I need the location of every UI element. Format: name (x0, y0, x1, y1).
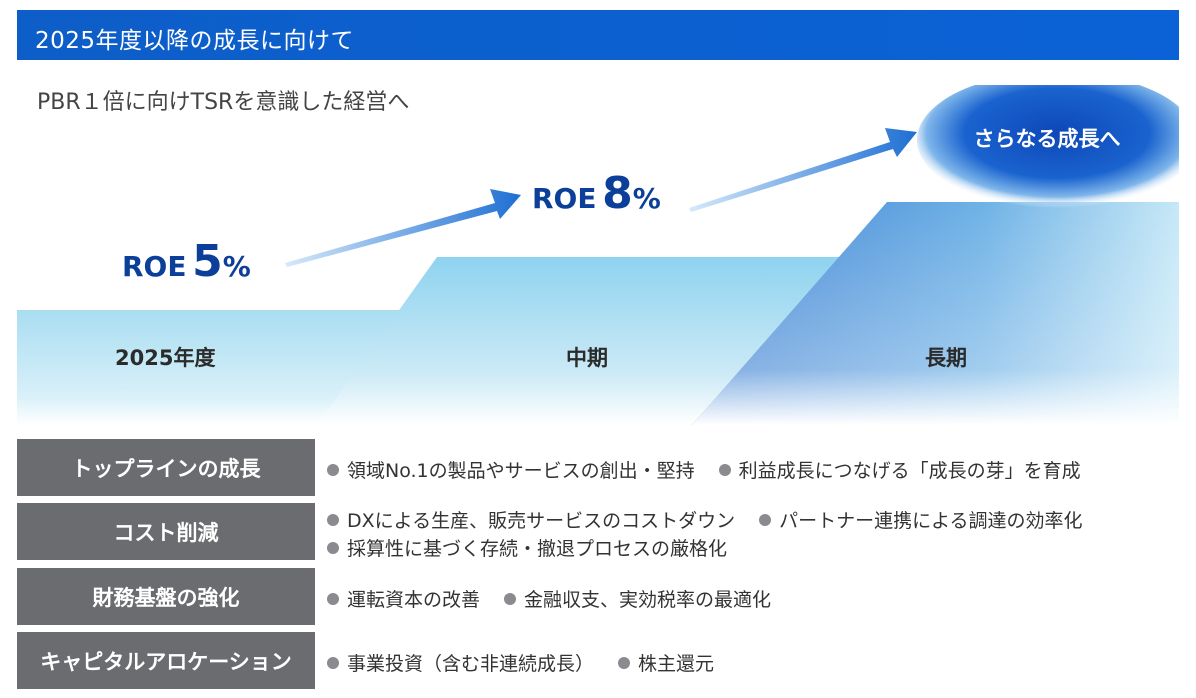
bullet-icon (759, 514, 772, 526)
initiative-label: コスト削減 (17, 503, 315, 560)
initiative-row-topline: トップラインの成長 領域No.1の製品やサービスの創出・堅持 利益成長につなげる「… (17, 439, 1179, 496)
roe-mid-unit: % (632, 182, 661, 215)
initiative-line: 事業投資（含む非連続成長） 株主還元 (327, 649, 714, 676)
initiative-row-capital: キャピタルアロケーション 事業投資（含む非連続成長） 株主還元 (17, 632, 1179, 689)
initiative-line: 運転資本の改善 金融収支、実効税率の最適化 (327, 585, 771, 612)
initiative-item: 領域No.1の製品やサービスの創出・堅持 (347, 460, 695, 482)
stage-band-fade (692, 202, 1179, 425)
bullet-icon (327, 542, 339, 554)
bullet-icon (327, 657, 339, 669)
bullet-icon (504, 593, 517, 605)
bullet-icon (327, 514, 339, 526)
growth-goal-text: さらなる成長へ (973, 127, 1121, 151)
initiative-label: キャピタルアロケーション (17, 632, 315, 689)
initiative-line: 領域No.1の製品やサービスの創出・堅持 利益成長につなげる「成長の芽」を育成 (327, 456, 1081, 483)
roe-2025-unit: % (222, 250, 251, 283)
title-bar: 2025年度以降の成長に向けて (17, 10, 1179, 60)
initiative-item: 利益成長につなげる「成長の芽」を育成 (738, 460, 1081, 482)
initiative-item: 株主還元 (638, 653, 715, 675)
roe-mid-value: 8 (602, 168, 633, 219)
initiative-items: 事業投資（含む非連続成長） 株主還元 (327, 632, 1179, 689)
roe-2025: ROE 5% (122, 236, 251, 287)
stage-label-long: 長期 (925, 346, 967, 370)
initiative-label: トップラインの成長 (17, 439, 315, 496)
initiative-label: 財務基盤の強化 (17, 568, 315, 625)
bullet-icon (718, 464, 731, 476)
arrow-to-long (689, 128, 917, 212)
subtitle: PBR１倍に向けTSRを意識した経営へ (37, 90, 410, 115)
initiative-item: 事業投資（含む非連続成長） (347, 653, 595, 675)
page-title: 2025年度以降の成長に向けて (35, 28, 355, 54)
arrow-to-mid (285, 189, 521, 267)
initiative-item: 金融収支、実効税率の最適化 (524, 589, 772, 611)
initiative-row-cost: コスト削減 DXによる生産、販売サービスのコストダウン パートナー連携による調達の… (17, 503, 1179, 560)
initiative-item: 採算性に基づく存続・撤退プロセスの厳格化 (347, 538, 728, 560)
initiative-item: 運転資本の改善 (347, 589, 481, 611)
initiative-items: DXによる生産、販売サービスのコストダウン パートナー連携による調達の効率化 採算… (327, 503, 1179, 560)
initiative-row-finance: 財務基盤の強化 運転資本の改善 金融収支、実効税率の最適化 (17, 568, 1179, 625)
roe-2025-value: 5 (192, 236, 223, 287)
growth-cloud (917, 85, 1179, 208)
initiative-item: DXによる生産、販売サービスのコストダウン (347, 510, 736, 532)
stage-label-2025: 2025年度 (115, 346, 216, 370)
stage-label-mid: 中期 (566, 346, 608, 370)
bullet-icon (327, 593, 339, 605)
initiative-line: 採算性に基づく存続・撤退プロセスの厳格化 (327, 534, 727, 561)
growth-stage-diagram (17, 85, 1179, 425)
initiative-items: 領域No.1の製品やサービスの創出・堅持 利益成長につなげる「成長の芽」を育成 (327, 439, 1179, 496)
initiative-items: 運転資本の改善 金融収支、実効税率の最適化 (327, 568, 1179, 625)
roe-2025-prefix: ROE (122, 250, 187, 283)
bullet-icon (618, 657, 631, 669)
initiative-line: DXによる生産、販売サービスのコストダウン パートナー連携による調達の効率化 (327, 506, 1083, 533)
roe-mid: ROE 8% (532, 168, 661, 219)
roe-mid-prefix: ROE (532, 182, 597, 215)
initiative-item: パートナー連携による調達の効率化 (779, 510, 1083, 532)
bullet-icon (327, 464, 339, 476)
